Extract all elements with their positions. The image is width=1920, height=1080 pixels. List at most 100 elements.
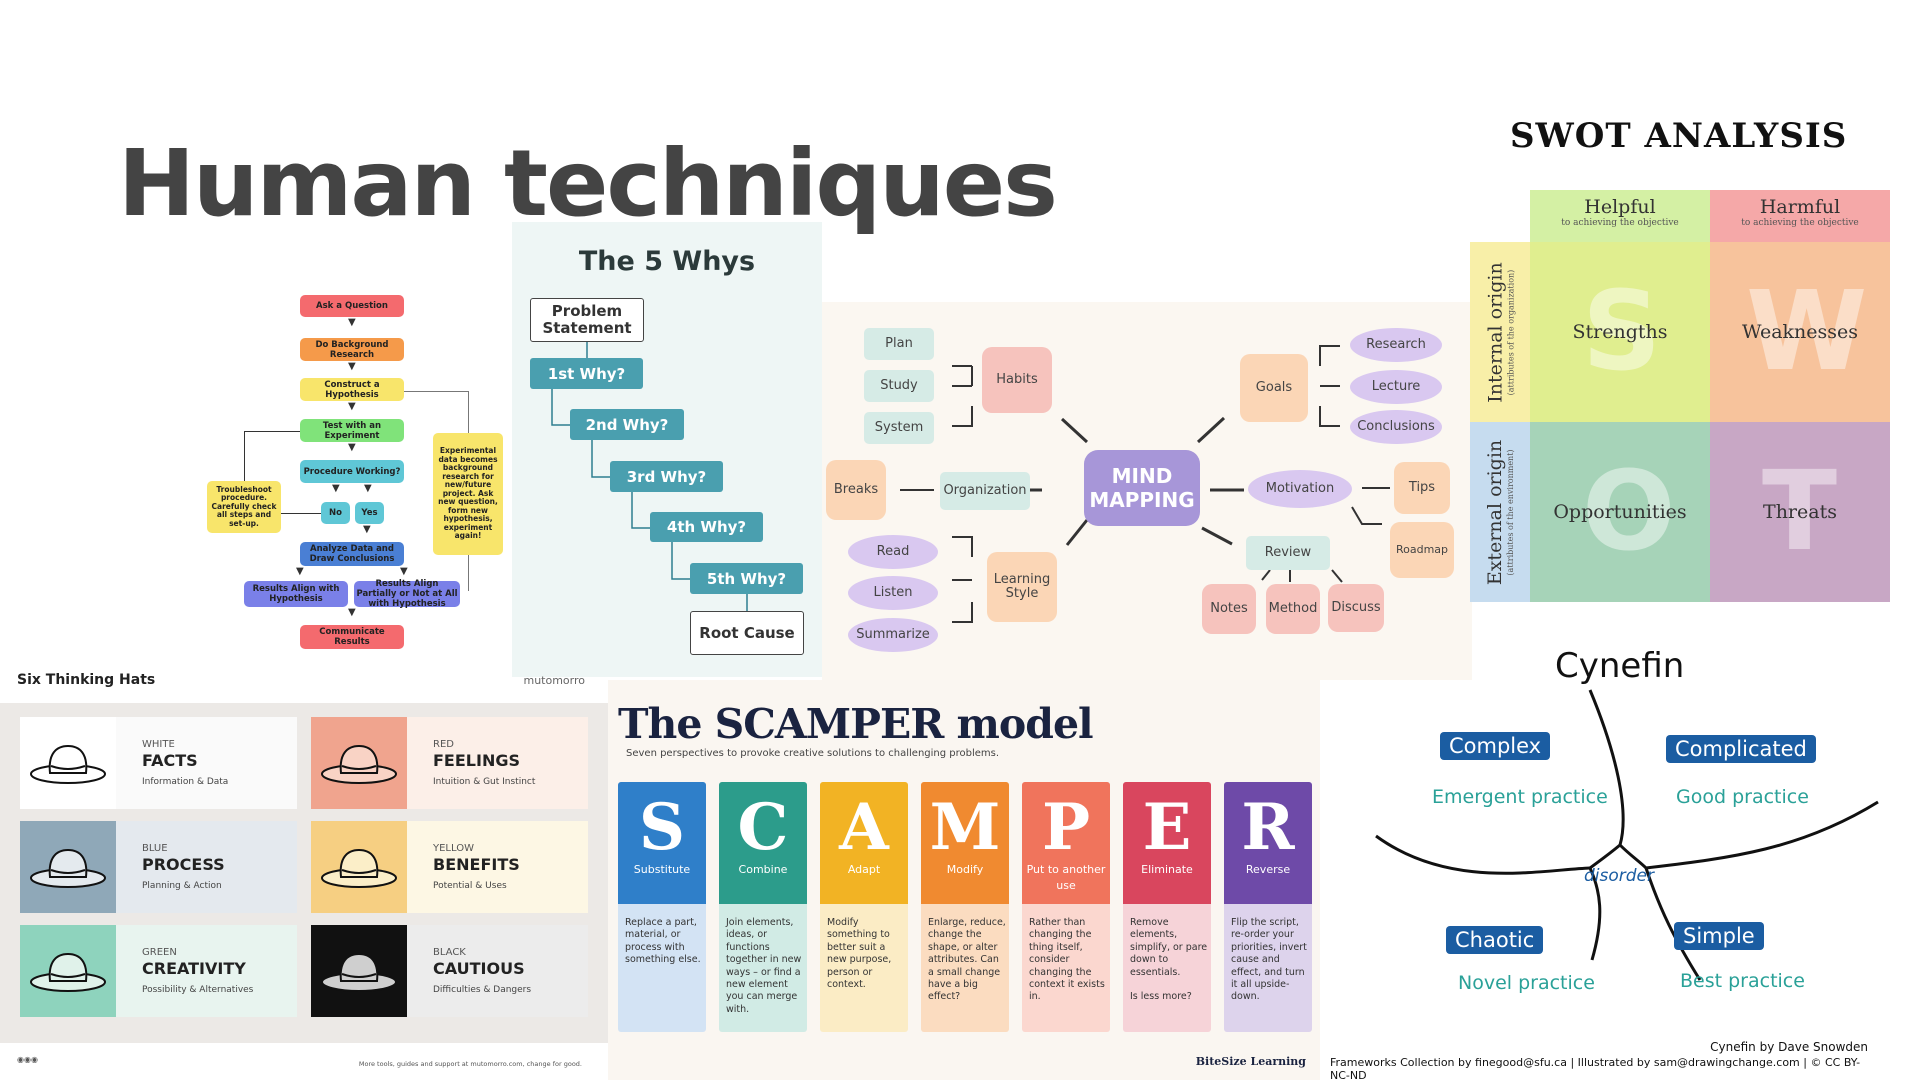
five-whys-title: The 5 Whys [578,246,756,277]
step-analyze-data: Analyze Data and Draw Conclusions [300,542,404,566]
hat-description: Information & Data [142,777,229,787]
step-results-align: Results Align with Hypothesis [244,581,348,607]
mind-node-listen: Listen [848,576,938,610]
hat-description: Planning & Action [142,881,222,891]
cynefin-complicated-practice: Good practice [1676,786,1809,808]
scamper-description: Rather than changing the thing itself, c… [1029,917,1105,1003]
troubleshoot-note: Troubleshoot procedure. Carefully check … [207,481,281,533]
mind-node-notes: Notes [1202,584,1256,634]
hat-name: CAUTIOUS [433,959,525,978]
hat-icon [20,821,116,913]
scamper-model: The SCAMPER model Seven perspectives to … [608,680,1320,1080]
mind-node-system: System [864,412,934,444]
mind-node-goals: Goals [1240,354,1308,422]
mind-node-review: Review [1246,536,1330,570]
hat-color-label: RED [433,739,454,750]
cynefin-complicated-badge: Complicated [1666,735,1816,763]
scamper-word: Combine [738,863,788,876]
hat-name: BENEFITS [433,855,520,874]
mind-node-tips: Tips [1394,462,1450,514]
step-test-experiment: Test with an Experiment [300,419,404,442]
scamper-description: Remove elements, simplify, or pare down … [1130,917,1208,1003]
why-5-box: 5th Why? [690,563,803,594]
mind-node-method: Method [1266,584,1320,634]
hat-icon [311,717,407,809]
scientific-method-flowchart: Ask a Question ▼ Do Background Research … [200,285,520,660]
hat-icon [20,717,116,809]
swot-harmful-header: Harmful to achieving the objective [1710,190,1890,242]
cynefin-simple-practice: Best practice [1680,970,1805,992]
hat-color-label: BLACK [433,947,466,958]
hat-color-label: GREEN [142,947,177,958]
scamper-description: Flip the script, re-order your prioritie… [1231,917,1307,1003]
mind-node-read: Read [848,535,938,569]
scamper-description: Join elements, ideas, or functions toget… [726,917,802,1015]
why-4-box: 4th Why? [650,512,763,542]
swot-external-side: External origin(attributes of the enviro… [1470,422,1530,602]
step-communicate-results: Communicate Results [300,625,404,649]
frameworks-credit: Frameworks Collection by finegood@sfu.ca… [1330,1056,1861,1080]
swot-strengths: S Strengths [1530,242,1710,422]
swot-analysis: SWOT ANALYSIS Helpful to achieving the o… [1470,110,1890,605]
cynefin-lines [1375,689,1879,981]
swot-weaknesses: W Weaknesses [1710,242,1890,422]
scamper-word: Reverse [1245,863,1291,876]
six-hats-brand: mutomorro [523,674,585,687]
hat-description: Intuition & Gut Instinct [433,777,536,787]
scamper-letter: R [1241,790,1295,865]
five-whys-connectors [551,342,748,611]
scamper-word: Modify [946,863,984,876]
scamper-letter: M [929,790,1001,865]
scamper-brand: BiteSize Learning [1195,1055,1306,1068]
problem-statement-box: Problem Statement [530,298,644,342]
hat-description: Possibility & Alternatives [142,985,254,995]
cc-license-icon: ◉◉◉ [17,1055,38,1064]
mind-node-breaks: Breaks [826,460,886,520]
cynefin-chaotic-badge: Chaotic [1446,926,1544,954]
step-procedure-working: Procedure Working? [300,460,404,483]
experimental-data-note: Experimental data becomes background res… [433,433,503,555]
why-3-box: 3rd Why? [610,461,723,492]
hat-icon [311,925,407,1017]
mind-node-roadmap: Roadmap [1390,522,1454,578]
step-results-partial: Results Align Partially or Not at All wi… [354,579,460,609]
scamper-letter: E [1142,790,1192,865]
mind-node-organization: Organization [940,472,1030,510]
scamper-word: Adapt [847,863,881,876]
hat-name: CREATIVITY [142,959,246,978]
cynefin-complex-practice: Emergent practice [1432,786,1608,808]
cynefin-chaotic-practice: Novel practice [1458,972,1595,994]
scamper-description: Enlarge, reduce, change the shape, or al… [928,917,1006,1003]
hat-description: Difficulties & Dangers [433,985,532,995]
swot-internal-side: Internal origin(attributes of the organi… [1470,242,1530,422]
step-no: No [321,502,350,524]
why-1-box: 1st Why? [530,358,643,389]
hat-name: PROCESS [142,855,225,874]
mind-node-center: MIND MAPPING [1084,450,1200,526]
swot-threats: T Threats [1710,422,1890,602]
mind-map-diagram: Plan Study System Habits Organization Br… [822,302,1472,680]
scamper-letter: P [1041,790,1091,865]
scamper-word: Eliminate [1141,863,1193,876]
mind-node-habits: Habits [982,347,1052,413]
cynefin-simple-badge: Simple [1674,922,1764,950]
hat-icon [20,925,116,1017]
swot-helpful-header: Helpful to achieving the objective [1530,190,1710,242]
step-construct-hypothesis: Construct a Hypothesis [300,378,404,401]
step-yes: Yes [355,502,384,524]
step-background-research: Do Background Research [300,338,404,361]
mind-node-discuss: Discuss [1328,584,1384,632]
mind-node-lecture: Lecture [1350,370,1442,404]
